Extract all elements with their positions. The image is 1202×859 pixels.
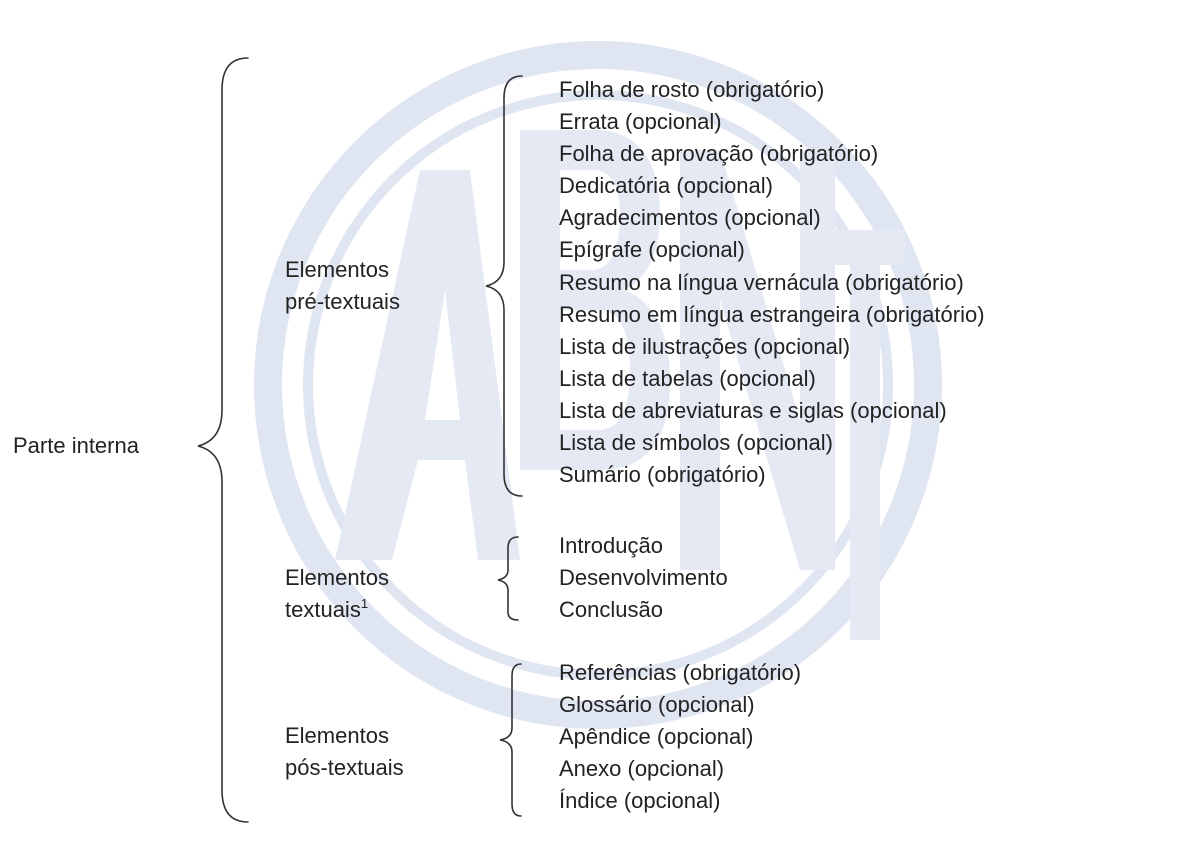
list-item: Dedicatória (opcional) [559, 173, 773, 199]
list-item: Conclusão [559, 597, 663, 623]
pre-textual-items: Folha de rosto (obrigatório) Errata (opc… [559, 74, 985, 491]
list-item: Lista de tabelas (opcional) [559, 365, 816, 391]
group-label-post-textual: Elementos pós-textuais [285, 720, 404, 784]
group-label-line2: textuais [285, 597, 361, 622]
group-label-line2: pós-textuais [285, 755, 404, 780]
list-item: Agradecimentos (opcional) [559, 205, 821, 231]
post-textual-brace [499, 663, 522, 817]
group-label-line2-wrapper: textuais1 [285, 594, 389, 626]
root-label: Parte interna [13, 433, 139, 458]
list-item: Epígrafe (opcional) [559, 237, 745, 263]
list-item: Apêndice (opcional) [559, 724, 754, 750]
textual-items: Introdução Desenvolvimento Conclusão [559, 530, 728, 626]
main-brace [197, 57, 249, 823]
list-item: Anexo (opcional) [559, 756, 725, 782]
list-item: Referências (obrigatório) [559, 660, 802, 685]
list-item: Índice (opcional) [559, 788, 721, 814]
pre-textual-brace [485, 75, 523, 497]
textual-brace [497, 536, 519, 621]
list-item: Desenvolvimento [559, 565, 728, 591]
group-label-line2: pré-textuais [285, 289, 400, 314]
list-item: Errata (opcional) [559, 109, 722, 135]
group-label-textual: Elementos textuais1 [285, 562, 389, 626]
post-textual-items: Referências (obrigatório) Glossário (opc… [559, 657, 801, 817]
group-label-line1: Elementos [285, 723, 389, 748]
list-item: Folha de rosto (obrigatório) [559, 77, 825, 102]
list-item: Resumo na língua vernácula (obrigatório) [559, 269, 964, 295]
list-item: Glossário (opcional) [559, 692, 755, 718]
group-label-line1: Elementos [285, 565, 389, 590]
list-item: Lista de abreviaturas e siglas (opcional… [559, 397, 947, 423]
footnote-mark: 1 [360, 596, 369, 611]
group-label-pre-textual: Elementos pré-textuais [285, 254, 400, 318]
list-item: Resumo em língua estrangeira (obrigatóri… [559, 301, 985, 327]
list-item: Introdução [559, 533, 663, 558]
group-label-line1: Elementos [285, 257, 389, 282]
list-item: Lista de símbolos (opcional) [559, 430, 833, 456]
list-item: Sumário (obrigatório) [559, 462, 766, 488]
list-item: Folha de aprovação (obrigatório) [559, 141, 879, 167]
list-item: Lista de ilustrações (opcional) [559, 333, 851, 359]
